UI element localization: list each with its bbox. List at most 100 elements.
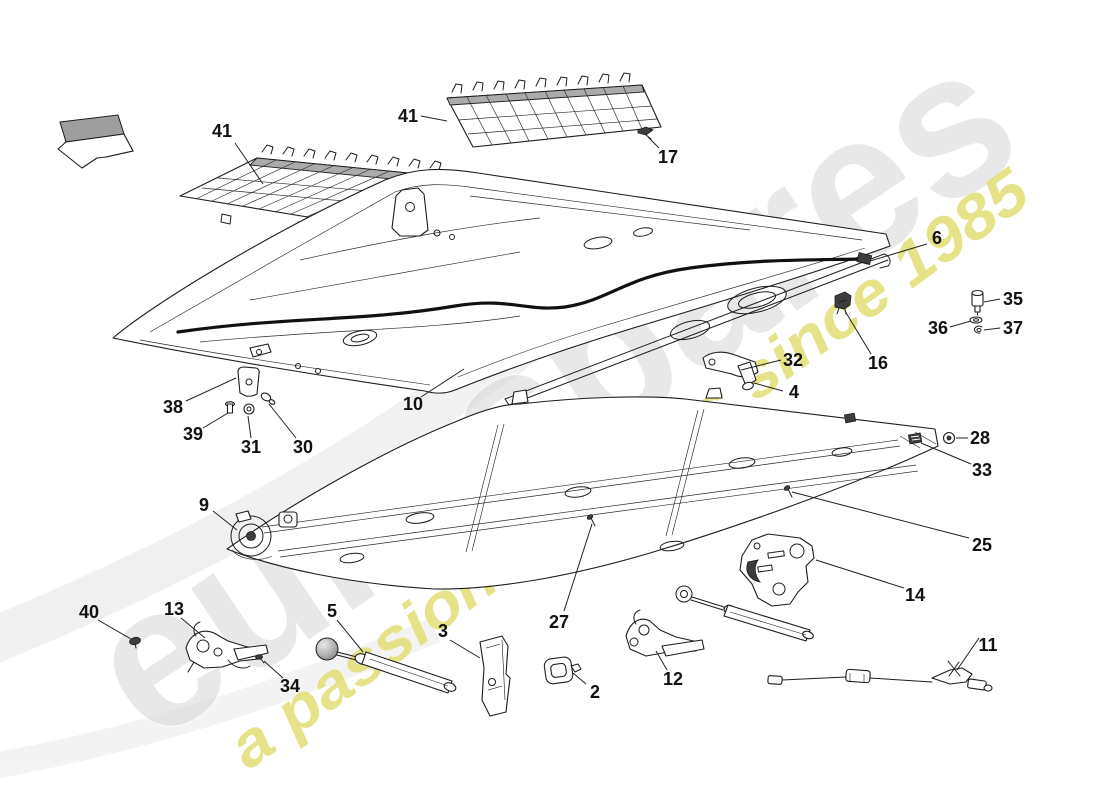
lever-12: [625, 609, 705, 657]
gas-strut-center: [675, 585, 814, 642]
part-number-label: 4: [789, 382, 799, 402]
leader-line: [983, 298, 1001, 303]
trim-rail: [504, 253, 891, 406]
grommet-30: [260, 392, 276, 405]
part-callout-40: 40: [79, 602, 132, 640]
part-callout-28: 28: [956, 428, 990, 448]
leader-line: [180, 617, 206, 639]
leader-line: [234, 142, 264, 185]
leader-line: [655, 650, 668, 671]
part-number-label: 10: [403, 394, 423, 414]
latch-14: [739, 533, 815, 607]
part-callout-4: 4: [753, 382, 799, 402]
grille-right-41: [446, 72, 662, 148]
part-callout-31: 31: [241, 415, 261, 457]
part-number-label: 38: [163, 397, 183, 417]
leader-line: [949, 320, 972, 328]
leader-line: [97, 619, 132, 640]
leader-line: [449, 639, 481, 659]
clip-33: [907, 432, 923, 445]
part-number-label: 34: [280, 676, 300, 696]
bolt-35: [971, 289, 984, 316]
part-number-label: 27: [549, 612, 569, 632]
screw-27: [586, 514, 596, 527]
part-number-label: 2: [590, 682, 600, 702]
screw-39: [224, 401, 236, 414]
part-number-label: 11: [978, 635, 997, 655]
leader-line: [268, 403, 297, 439]
part-number-label: 36: [928, 318, 948, 338]
part-number-label: 9: [199, 495, 209, 515]
leader-line: [740, 359, 782, 371]
grommet-2: [543, 656, 582, 685]
leader-line: [185, 377, 237, 402]
part-callout-27: 27: [549, 523, 593, 632]
part-callout-41: 41: [212, 121, 264, 185]
direction-arrow-icon: [57, 114, 134, 169]
part-number-label: 12: [663, 669, 683, 689]
leader-line: [791, 491, 970, 539]
part-callout-12: 12: [655, 650, 683, 689]
part-callout-37: 37: [983, 318, 1023, 338]
part-number-label: 13: [164, 599, 184, 619]
leader-line: [983, 327, 1001, 331]
part-callout-35: 35: [983, 289, 1023, 309]
bracket-3: [479, 635, 511, 717]
clip-17: [637, 126, 654, 140]
leader-line: [956, 637, 980, 671]
bracket-38: [237, 366, 260, 397]
part-callout-41: 41: [398, 106, 448, 126]
screw-34: [255, 654, 265, 664]
part-callout-6: 6: [869, 228, 942, 262]
clip-6: [856, 252, 873, 266]
part-number-label: 37: [1003, 318, 1023, 338]
part-callout-38: 38: [163, 377, 237, 417]
part-number-label: 32: [783, 350, 803, 370]
part-callout-32: 32: [740, 350, 803, 371]
nut-31: [243, 403, 255, 415]
grommet-28: [942, 431, 956, 445]
loose-parts: [129, 533, 993, 717]
part-callout-30: 30: [268, 403, 313, 457]
leader-line: [212, 510, 238, 531]
part-number-label: 16: [868, 353, 888, 373]
part-callout-36: 36: [928, 318, 972, 338]
leader-line: [920, 442, 972, 465]
clip-40: [129, 636, 141, 649]
part-number-label: 41: [398, 106, 418, 126]
part-callout-5: 5: [327, 601, 364, 653]
part-callout-17: 17: [647, 136, 678, 167]
part-number-label: 28: [970, 428, 990, 448]
leader-line: [336, 619, 364, 653]
leader-line: [753, 382, 784, 392]
leader-line: [647, 136, 660, 149]
part-callout-25: 25: [791, 491, 992, 555]
leader-line: [202, 412, 229, 429]
cable-11: [767, 660, 993, 692]
outer-lid-panel: [112, 168, 891, 394]
part-number-label: 5: [327, 601, 337, 621]
part-callout-10: 10: [403, 368, 465, 414]
part-number-label: 30: [293, 437, 313, 457]
screw-25: [783, 485, 793, 498]
gas-strut-5: [315, 637, 457, 694]
part-callout-9: 9: [199, 495, 238, 531]
part-number-label: 3: [438, 621, 448, 641]
part-number-label: 40: [79, 602, 99, 622]
leader-line: [563, 523, 593, 612]
inner-lid-frame: [226, 387, 939, 590]
part-number-label: 25: [972, 535, 992, 555]
leader-line: [815, 559, 905, 589]
hinge-4: [702, 351, 759, 391]
latch-13: [185, 621, 269, 673]
washer-37: [973, 325, 983, 334]
part-number-label: 14: [905, 585, 925, 605]
part-number-label: 31: [241, 437, 261, 457]
washer-36: [969, 316, 983, 324]
part-number-label: 35: [1003, 289, 1023, 309]
part-number-label: 17: [658, 147, 678, 167]
part-number-label: 6: [932, 228, 942, 248]
